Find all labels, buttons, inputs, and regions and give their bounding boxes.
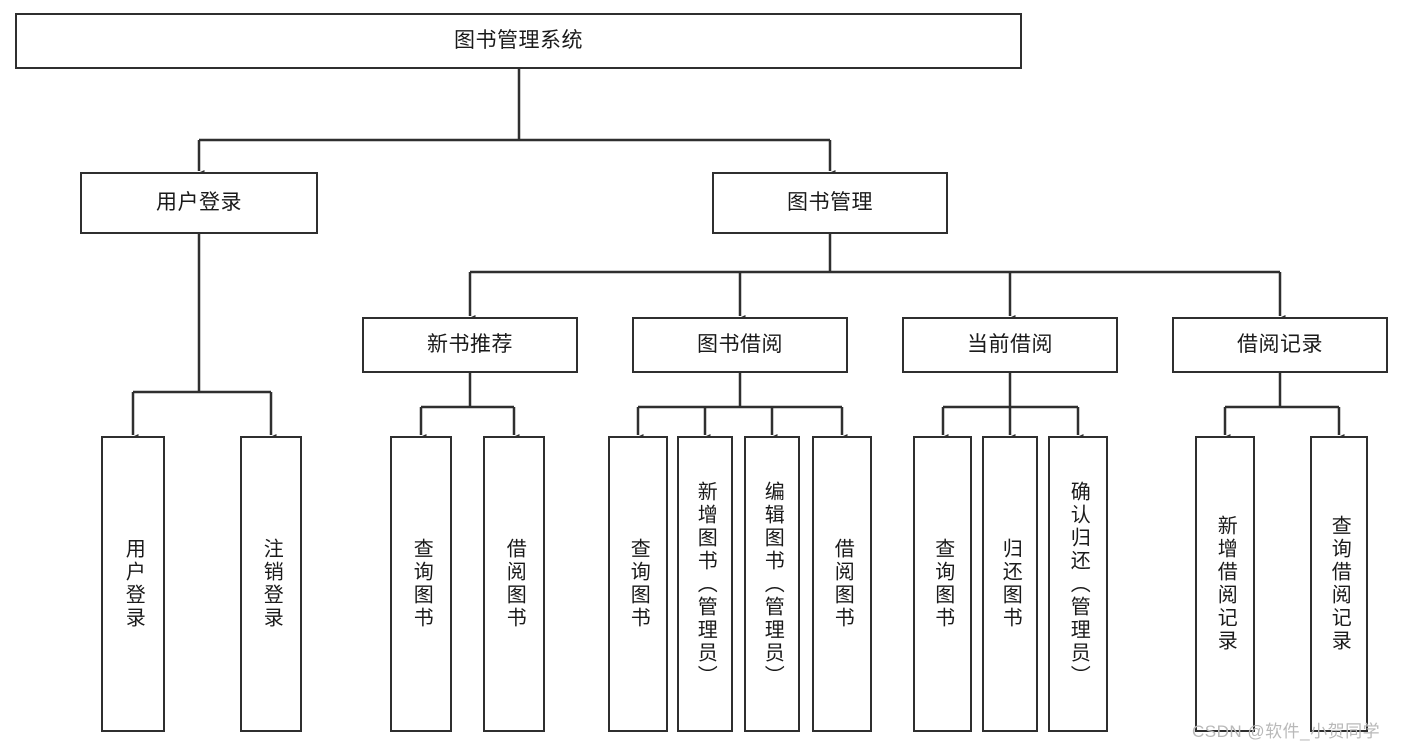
node-leaf-return[interactable]: 归还图书 — [982, 436, 1038, 732]
node-book-manage[interactable]: 图书管理 — [712, 172, 948, 234]
node-leaf-user-login[interactable]: 用户登录 — [101, 436, 165, 732]
node-leaf-query-3[interactable]: 查询图书 — [913, 436, 972, 732]
node-label: 当前借阅 — [967, 333, 1053, 357]
node-leaf-borrow-1[interactable]: 借阅图书 — [483, 436, 545, 732]
node-label: 查询图书 — [410, 538, 433, 630]
node-borrow-record[interactable]: 借阅记录 — [1172, 317, 1388, 373]
node-root[interactable]: 图书管理系统 — [15, 13, 1022, 69]
node-label: 新增图书（管理员） — [694, 480, 717, 688]
node-label: 用户登录 — [156, 191, 242, 215]
node-label: 查询图书 — [931, 538, 954, 630]
node-label: 编辑图书（管理员） — [761, 480, 784, 688]
node-label: 借阅图书 — [503, 538, 526, 630]
node-label: 用户登录 — [122, 538, 145, 630]
node-leaf-add-book[interactable]: 新增图书（管理员） — [677, 436, 733, 732]
node-leaf-query-rec[interactable]: 查询借阅记录 — [1310, 436, 1368, 732]
node-label: 确认归还（管理员） — [1067, 480, 1090, 688]
node-leaf-query-2[interactable]: 查询图书 — [608, 436, 668, 732]
node-label: 图书借阅 — [697, 333, 783, 357]
node-label: 查询图书 — [627, 538, 650, 630]
node-leaf-confirm[interactable]: 确认归还（管理员） — [1048, 436, 1108, 732]
node-label: 新书推荐 — [427, 333, 513, 357]
node-user-login[interactable]: 用户登录 — [80, 172, 318, 234]
node-book-borrow[interactable]: 图书借阅 — [632, 317, 848, 373]
node-label: 借阅图书 — [831, 538, 854, 630]
edge-lines — [127, 69, 1345, 444]
node-leaf-borrow-2[interactable]: 借阅图书 — [812, 436, 872, 732]
node-label: 图书管理系统 — [454, 29, 583, 53]
node-current-borrow[interactable]: 当前借阅 — [902, 317, 1118, 373]
node-new-book-rec[interactable]: 新书推荐 — [362, 317, 578, 373]
node-label: 查询借阅记录 — [1328, 515, 1351, 653]
node-label: 归还图书 — [999, 538, 1022, 630]
node-label: 图书管理 — [787, 191, 873, 215]
node-leaf-logout[interactable]: 注销登录 — [240, 436, 302, 732]
node-label: 借阅记录 — [1237, 333, 1323, 357]
node-leaf-edit-book[interactable]: 编辑图书（管理员） — [744, 436, 800, 732]
node-leaf-add-rec[interactable]: 新增借阅记录 — [1195, 436, 1255, 732]
node-leaf-query-1[interactable]: 查询图书 — [390, 436, 452, 732]
node-label: 注销登录 — [260, 538, 283, 630]
node-label: 新增借阅记录 — [1214, 515, 1237, 653]
